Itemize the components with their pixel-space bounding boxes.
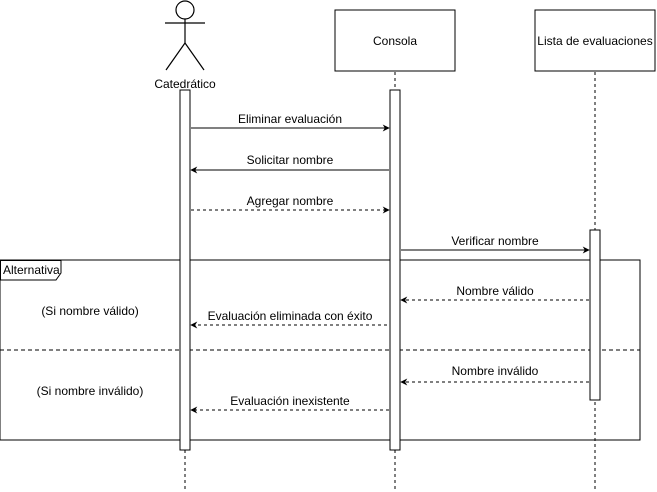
guard-invalid-name: (Si nombre inválido): [37, 384, 144, 398]
message-nombre-valido: Nombre válido: [400, 284, 589, 304]
message-nombre-invalido-label: Nombre inválido: [452, 364, 539, 378]
message-agregar-nombre: Agregar nombre: [191, 194, 390, 214]
alt-fragment-frame: [0, 259, 641, 441]
participant-lista-box: [534, 9, 656, 72]
message-verificar-nombre: Verificar nombre: [401, 234, 590, 254]
actor-catedratico: Catedrático: [154, 0, 216, 91]
participant-consola-label: Consola: [373, 34, 417, 48]
actor-left-leg: [165, 42, 186, 71]
actor-label: Catedrático: [154, 77, 216, 91]
list-activation-bar: [589, 229, 601, 401]
message-nombre-invalido: Nombre inválido: [400, 364, 589, 386]
alt-fragment-label: Alternativa: [3, 263, 60, 277]
alt-fragment: Alternativa (Si nombre válido) (Si nombr…: [0, 259, 641, 441]
participant-lista-label: Lista de evaluaciones: [537, 34, 652, 48]
message-evaluacion-inexistente: Evaluación inexistente: [190, 394, 389, 414]
message-solicitar-nombre: Solicitar nombre: [190, 153, 389, 174]
actor-right-leg: [184, 42, 205, 71]
actor-activation-bar: [179, 89, 191, 451]
participant-consola: Consola: [334, 9, 456, 72]
message-evaluacion-inexistente-label: Evaluación inexistente: [230, 394, 350, 408]
message-verificar-nombre-label: Verificar nombre: [451, 234, 539, 248]
guard-valid-name: (Si nombre válido): [41, 304, 138, 318]
alt-fragment-label-tab: [0, 260, 62, 281]
console-activation-bar: [389, 89, 401, 451]
message-agregar-nombre-label: Agregar nombre: [247, 194, 334, 208]
message-solicitar-nombre-label: Solicitar nombre: [247, 153, 334, 167]
participant-consola-box: [334, 9, 456, 72]
message-eliminar-evaluacion: Eliminar evaluación: [191, 112, 390, 132]
message-eliminar-evaluacion-label: Eliminar evaluación: [238, 112, 342, 126]
message-evaluacion-eliminada: Evaluación eliminada con éxito: [190, 309, 387, 329]
message-nombre-valido-label: Nombre válido: [456, 284, 534, 298]
message-evaluacion-eliminada-label: Evaluación eliminada con éxito: [208, 309, 373, 323]
participant-lista: Lista de evaluaciones: [534, 9, 656, 72]
actor-head: [175, 0, 195, 20]
